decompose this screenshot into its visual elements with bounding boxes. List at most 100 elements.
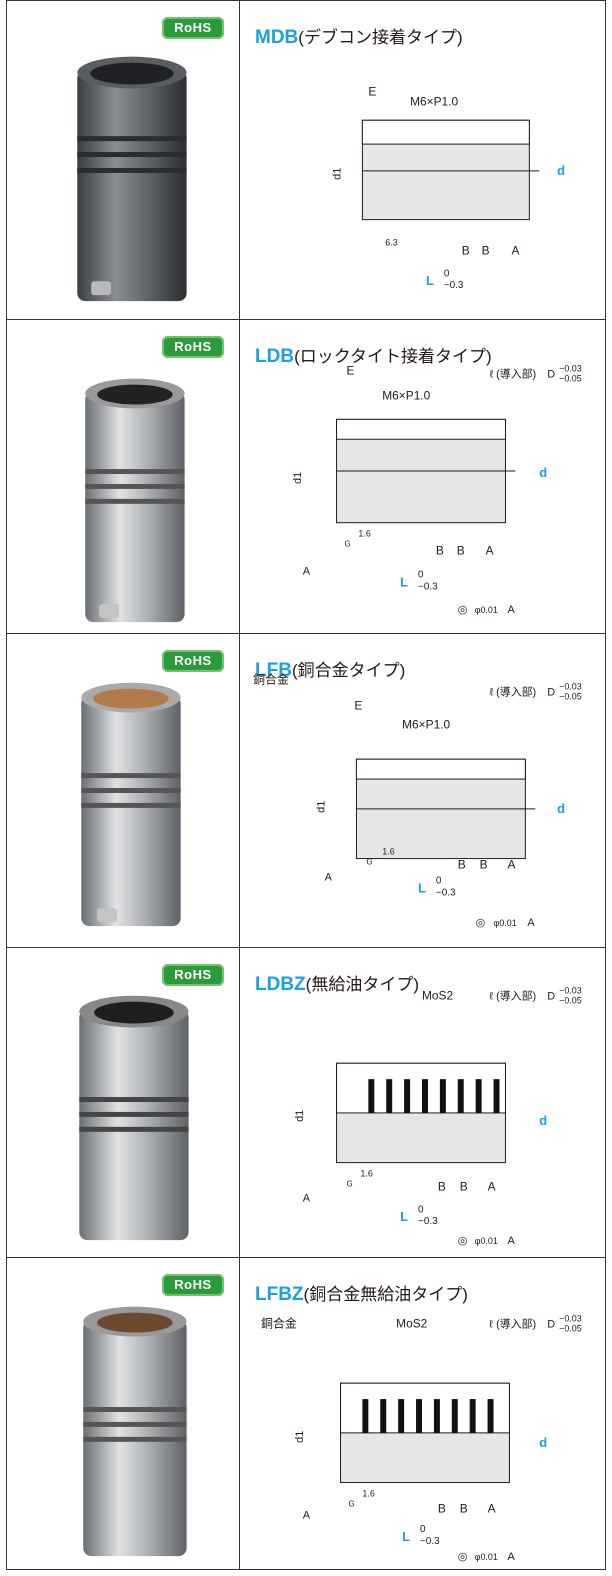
svg-text:B: B [438, 1501, 446, 1515]
dim-d1: d1 [332, 168, 344, 180]
svg-text:D: D [547, 1319, 555, 1331]
row-ldbz: RoHS LDBZ(無給油タイプ) MoS2 ℓ (導入部) D −0.03 −… [6, 947, 606, 1258]
svg-text:M6×P1.0: M6×P1.0 [382, 388, 430, 402]
svg-text:−0.05: −0.05 [559, 1324, 582, 1334]
svg-text:◎: ◎ [458, 1235, 468, 1247]
svg-text:d1: d1 [316, 801, 328, 813]
svg-text:B: B [480, 858, 488, 872]
svg-text:B: B [460, 1501, 468, 1515]
svg-text:A: A [507, 604, 515, 616]
svg-text:1.6: 1.6 [358, 529, 370, 539]
svg-text:0: 0 [418, 569, 424, 580]
svg-text:A: A [325, 871, 333, 883]
svg-text:L: L [402, 1529, 410, 1544]
dim-b2: B [482, 243, 490, 257]
svg-text:−0.03: −0.03 [559, 682, 582, 692]
dim-a: A [511, 243, 519, 257]
item-title: LFB(銅合金タイプ) [255, 660, 406, 681]
product-photo-ldbz: RoHS [7, 948, 239, 1257]
svg-text:銅合金: 銅合金 [261, 1317, 297, 1331]
svg-text:A: A [303, 1192, 311, 1204]
svg-text:G: G [345, 540, 351, 549]
drawing-ldb: E M6×P1.0 ℓ (導入部) D −0.03 −0.05 d1 d B B… [240, 320, 606, 633]
svg-text:A: A [303, 565, 311, 577]
svg-text:A: A [486, 544, 494, 558]
svg-text:ℓ (導入部): ℓ (導入部) [490, 367, 537, 381]
svg-text:φ0.01: φ0.01 [494, 918, 517, 928]
svg-text:−0.3: −0.3 [418, 581, 438, 592]
svg-text:6.3: 6.3 [385, 237, 397, 247]
svg-text:φ0.01: φ0.01 [475, 1552, 498, 1562]
svg-text:−0.3: −0.3 [436, 887, 456, 898]
svg-text:A: A [527, 917, 535, 929]
item-title: LFBZ(銅合金無給油タイプ) [255, 1284, 468, 1305]
svg-text:L: L [418, 880, 426, 895]
svg-text:B: B [457, 544, 465, 558]
svg-text:B: B [436, 544, 444, 558]
svg-text:G: G [366, 858, 372, 867]
svg-text:0: 0 [418, 1204, 424, 1215]
svg-text:D: D [547, 687, 555, 699]
rohs-badge: RoHS [162, 336, 224, 358]
svg-text:E: E [354, 699, 362, 713]
svg-text:−0.3: −0.3 [444, 280, 464, 291]
svg-text:◎: ◎ [458, 1551, 468, 1563]
drawing-ldbz: MoS2 ℓ (導入部) D −0.03 −0.05 d1 d B B A L … [240, 948, 606, 1257]
row-lfbz: RoHS LFBZ(銅合金無給油タイプ) 銅合金 MoS2 ℓ (導入部) D … [6, 1257, 606, 1570]
svg-text:φ0.01: φ0.01 [475, 605, 498, 615]
product-photo-mdb: RoHS [7, 1, 239, 319]
svg-text:1.6: 1.6 [362, 1488, 374, 1498]
svg-text:d1: d1 [292, 472, 304, 484]
svg-text:d1: d1 [294, 1110, 306, 1122]
svg-text:1.6: 1.6 [382, 847, 394, 857]
svg-text:−0.05: −0.05 [559, 692, 582, 702]
svg-text:φ0.01: φ0.01 [475, 1236, 498, 1246]
product-photo-lfb: RoHS [7, 634, 239, 947]
item-title: LDB(ロックタイト接着タイプ) [255, 346, 492, 367]
svg-text:D: D [547, 369, 555, 381]
drawing-lfbz: 銅合金 MoS2 ℓ (導入部) D −0.03 −0.05 d1 d B B … [240, 1258, 606, 1569]
svg-text:G: G [346, 1179, 352, 1188]
svg-text:L: L [400, 574, 408, 589]
svg-text:銅合金: 銅合金 [253, 673, 289, 687]
svg-text:ℓ (導入部): ℓ (導入部) [490, 1317, 537, 1331]
svg-text:B: B [438, 1179, 446, 1193]
svg-text:ℓ (導入部): ℓ (導入部) [490, 685, 537, 699]
svg-text:◎: ◎ [458, 604, 468, 616]
svg-text:A: A [303, 1509, 311, 1521]
svg-text:A: A [488, 1179, 496, 1193]
svg-text:−0.3: −0.3 [418, 1216, 438, 1227]
dim-l: L [426, 273, 434, 288]
svg-text:−0.03: −0.03 [559, 364, 582, 374]
svg-text:d: d [539, 1113, 547, 1128]
product-photo-lfbz: RoHS [7, 1258, 239, 1569]
svg-text:−0.3: −0.3 [420, 1536, 440, 1547]
svg-text:0: 0 [444, 268, 450, 279]
svg-text:L: L [400, 1209, 408, 1224]
rohs-badge: RoHS [162, 17, 224, 39]
svg-text:◎: ◎ [476, 917, 486, 929]
dim-e: E [368, 84, 376, 98]
svg-text:d1: d1 [294, 1431, 306, 1443]
svg-text:A: A [507, 858, 515, 872]
item-title: LDBZ(無給油タイプ) [255, 974, 419, 995]
svg-text:E: E [346, 364, 354, 378]
drawing-lfb: 銅合金 E M6×P1.0 ℓ (導入部) D −0.03 −0.05 d1 d… [240, 634, 606, 947]
svg-text:A: A [507, 1235, 515, 1247]
svg-text:B: B [458, 858, 466, 872]
svg-text:−0.03: −0.03 [559, 1314, 582, 1324]
rohs-badge: RoHS [162, 1274, 224, 1296]
svg-text:−0.05: −0.05 [559, 996, 582, 1006]
svg-text:0: 0 [436, 875, 442, 886]
svg-text:d: d [557, 801, 565, 816]
row-mdb: RoHS MDB(デブコン接着タイプ) E M6×P1.0 d1 d B B A… [6, 0, 606, 320]
dim-d: d [557, 163, 565, 178]
svg-text:M6×P1.0: M6×P1.0 [402, 717, 450, 731]
svg-text:1.6: 1.6 [360, 1169, 372, 1179]
svg-text:D: D [547, 991, 555, 1003]
product-photo-ldb: RoHS [7, 320, 239, 633]
svg-text:d: d [539, 465, 547, 480]
dim-b1: B [462, 243, 470, 257]
svg-text:A: A [507, 1551, 515, 1563]
svg-text:G: G [348, 1499, 354, 1508]
